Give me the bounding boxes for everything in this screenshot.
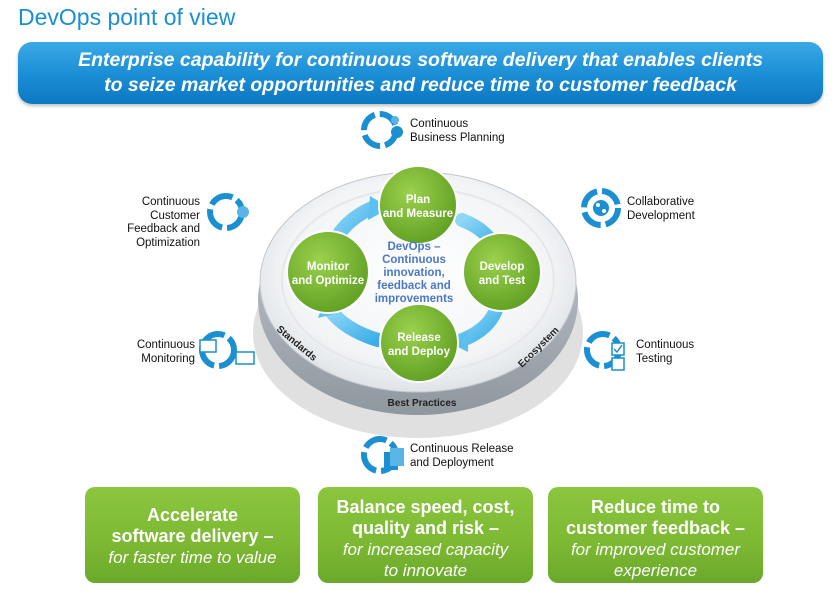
label-feedback-line2: Customer [150,209,200,222]
node-develop [462,232,542,312]
outcome-2-heading-line1: Balance speed, cost, [336,497,515,517]
center-line-1: DevOps – [387,241,441,253]
outcome-2-sub-line2: to innovate [383,561,468,580]
node-release-line2: and Deploy [388,346,451,358]
testing-icon [584,331,625,371]
label-testing-line2: Testing [636,352,673,365]
node-monitor-line2: and Optimize [292,275,364,287]
label-continuous-testing: Continuous Testing [636,339,694,366]
label-monitoring-line1: Continuous [136,339,195,351]
node-monitor-line1: Monitor [307,261,350,273]
banner-line-1: Enterprise capability for continuous sof… [78,49,763,71]
label-release-deployment: Continuous Release and Deployment [410,443,514,470]
collaborative-development-icon [581,188,621,228]
center-line-3: innovation, [383,267,444,279]
label-feedback-line3: Feedback and [127,223,200,235]
node-release [379,303,459,383]
outcome-box-reduce: Reduce time to customer feedback – for i… [548,487,763,583]
node-develop-line1: Develop [480,261,525,273]
outcome-1-heading-line1: Accelerate [146,505,239,525]
label-collab-line2: Development [627,209,695,222]
label-feedback-line4: Optimization [136,236,200,249]
label-collaborative-development: Collaborative Development [627,196,695,223]
node-plan [378,165,458,245]
label-business-planning-line2: Business Planning [410,131,505,144]
header-banner: Enterprise capability for continuous sof… [18,42,823,104]
outcome-3-sub-line1: for improved customer [570,540,741,559]
banner-line-2: to seize market opportunities and reduce… [104,74,737,96]
label-customer-feedback: Continuous Customer Feedback and Optimiz… [100,196,200,250]
center-line-2: Continuous [382,254,446,266]
node-plan-line2: and Measure [383,208,453,220]
business-planning-icon [361,111,403,149]
center-line-4: feedback and [377,280,451,292]
outcome-2-sub-line1: for increased capacity [342,540,509,559]
label-release-line1: Continuous Release [410,443,514,455]
outcome-box-accelerate: Accelerate software delivery – for faste… [85,487,300,583]
label-business-planning: Continuous Business Planning [410,118,505,145]
label-collab-line1: Collaborative [627,196,695,208]
node-release-line1: Release [397,332,440,344]
outcome-box-balance: Balance speed, cost, quality and risk – … [318,487,533,583]
outcome-3-heading-line2: customer feedback – [565,518,746,538]
customer-feedback-icon [207,193,249,231]
center-line-5: improvements [375,293,454,305]
node-develop-line2: and Test [479,275,526,287]
outcome-3-heading-line1: Reduce time to [590,497,721,517]
monitoring-icon [199,331,255,369]
label-feedback-line1: Continuous [141,196,200,208]
outcome-2-heading-line2: quality and risk – [351,518,500,538]
outcome-3-sub-line2: experience [613,561,698,580]
label-monitoring-line2: Monitoring [141,352,195,365]
page-title: DevOps point of view [18,4,236,30]
center-text: DevOps – Continuous innovation, feedback… [375,241,454,305]
node-monitor [286,230,370,314]
outcome-1-heading-line2: software delivery – [111,526,274,546]
label-business-planning-line1: Continuous [410,118,469,130]
outcome-1-sub-line1: for faster time to value [108,548,277,567]
release-deployment-icon [361,436,404,474]
node-plan-line1: Plan [406,194,430,206]
label-continuous-monitoring: Continuous Monitoring [100,339,195,366]
rim-label-best-practices: Best Practices [388,398,457,409]
label-testing-line1: Continuous [636,339,695,351]
label-release-line2: and Deployment [410,456,494,469]
